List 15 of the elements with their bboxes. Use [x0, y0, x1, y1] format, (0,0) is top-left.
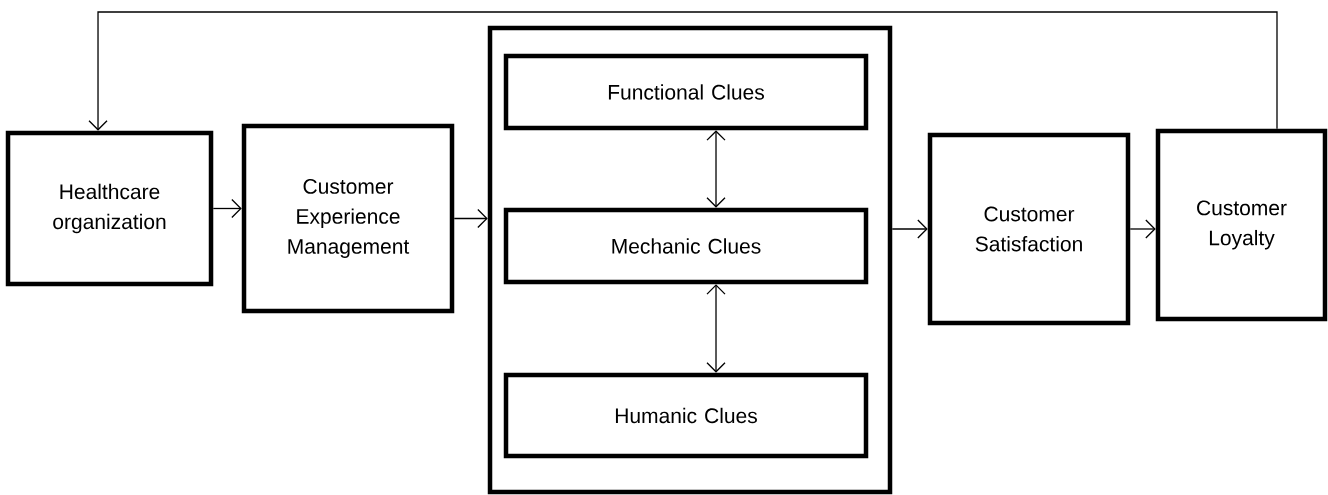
process-box: Mechanic Clues: [503, 207, 869, 285]
process-box: Customer Satisfaction: [927, 132, 1131, 326]
arrow: [1129, 219, 1156, 239]
container-box: [487, 25, 893, 495]
process-box: Functional Clues: [503, 53, 869, 131]
arrow: [453, 208, 488, 229]
arrow: [88, 11, 1278, 131]
arrow: [212, 198, 242, 219]
process-box: Humanic Clues: [503, 372, 869, 459]
process-box: Customer Loyalty: [1155, 128, 1328, 322]
process-box: Healthcare organization: [5, 130, 214, 287]
arrow: [706, 130, 726, 208]
arrow: [891, 219, 928, 239]
arrow: [706, 284, 726, 373]
process-box: Customer Experience Management: [241, 123, 455, 314]
